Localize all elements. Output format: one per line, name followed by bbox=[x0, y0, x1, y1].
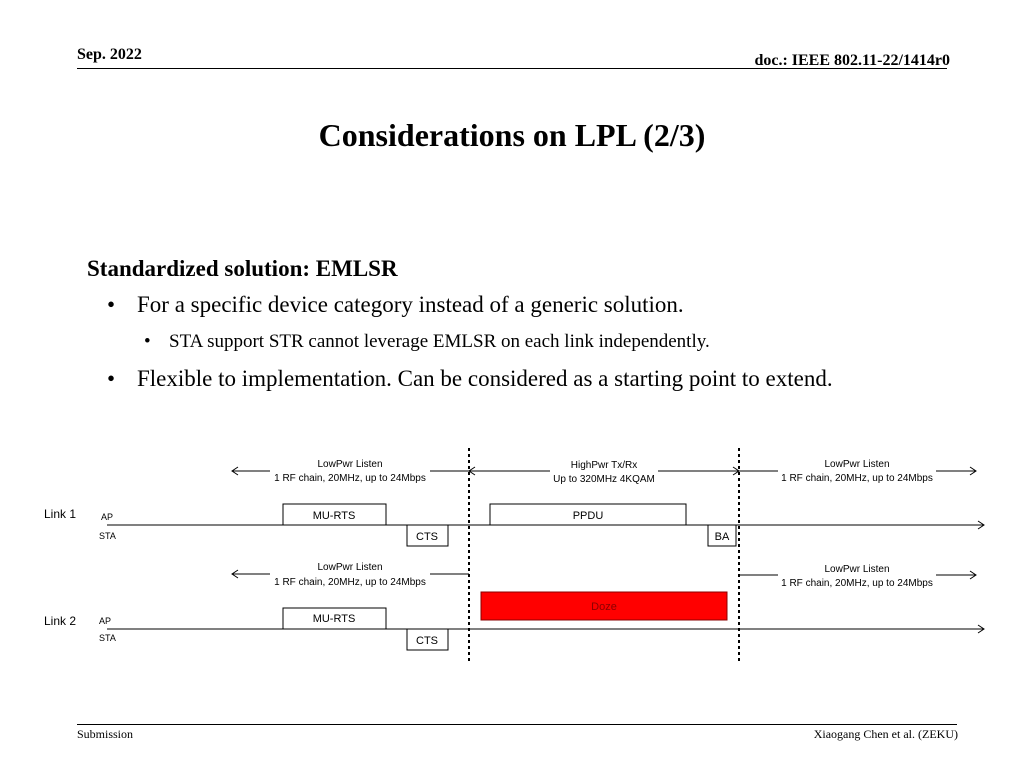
footer-submission: Submission bbox=[77, 727, 134, 741]
link1-cts-text: CTS bbox=[416, 531, 438, 543]
mid-right-label-1: LowPwr Listen bbox=[824, 564, 889, 575]
emlsr-timing-diagram: LowPwr Listen 1 RF chain, 20MHz, up to 2… bbox=[44, 448, 985, 662]
mid-left-label-2: 1 RF chain, 20MHz, up to 24Mbps bbox=[274, 577, 426, 588]
header-divider bbox=[77, 68, 947, 69]
bullet-2-text: Flexible to implementation. Can be consi… bbox=[137, 366, 833, 391]
link2-doze-text: Doze bbox=[591, 601, 617, 613]
link2-cts-text: CTS bbox=[416, 635, 438, 647]
slide-title: Considerations on LPL (2/3) bbox=[318, 117, 706, 153]
link1-murts-box bbox=[282, 503, 387, 526]
link1-ppdu-text: PPDU bbox=[573, 510, 604, 522]
sub-bullet-1: • STA support STR cannot leverage EMLSR o… bbox=[144, 331, 710, 353]
top-right-label-2: 1 RF chain, 20MHz, up to 24Mbps bbox=[781, 473, 933, 484]
footer-divider bbox=[77, 724, 957, 725]
link2-doze-box bbox=[480, 591, 728, 621]
bullet-dot: • bbox=[144, 331, 151, 352]
bullet-1: • For a specific device category instead … bbox=[107, 292, 684, 318]
header-doc-id: doc.: IEEE 802.11-22/1414r0 bbox=[754, 52, 950, 69]
link1-ba-box bbox=[707, 524, 737, 547]
header-date: Sep. 2022 bbox=[77, 46, 142, 63]
link1-ap-label: AP bbox=[101, 512, 113, 522]
link2-murts-box bbox=[282, 607, 387, 630]
footer-authors: Xiaogang Chen et al. (ZEKU) bbox=[813, 727, 958, 741]
body-heading: Standardized solution: EMLSR bbox=[87, 256, 398, 281]
link2-label: Link 2 bbox=[44, 614, 76, 628]
top-left-label-2: 1 RF chain, 20MHz, up to 24Mbps bbox=[274, 473, 426, 484]
link2-cts-box bbox=[406, 628, 449, 651]
top-mid-label-2: Up to 320MHz 4KQAM bbox=[553, 474, 655, 485]
link2-murts-text: MU-RTS bbox=[313, 613, 356, 625]
link1-sta-label: STA bbox=[99, 531, 116, 541]
link2-sta-label: STA bbox=[99, 633, 116, 643]
top-mid-label-1: HighPwr Tx/Rx bbox=[571, 460, 638, 471]
sub-bullet-1-text: STA support STR cannot leverage EMLSR on… bbox=[169, 331, 710, 352]
link2-timeline bbox=[107, 624, 985, 634]
top-left-label-1: LowPwr Listen bbox=[317, 459, 382, 470]
mid-left-label-1: LowPwr Listen bbox=[317, 562, 382, 573]
link1-murts-text: MU-RTS bbox=[313, 510, 356, 522]
mid-arrows bbox=[231, 569, 977, 580]
top-arrows bbox=[231, 466, 977, 476]
top-right-label-1: LowPwr Listen bbox=[824, 459, 889, 470]
bullet-1-text: For a specific device category instead o… bbox=[137, 292, 684, 317]
bullet-dot: • bbox=[107, 366, 116, 391]
bullet-dot: • bbox=[107, 292, 116, 317]
link2-ap-label: AP bbox=[99, 616, 111, 626]
link1-label: Link 1 bbox=[44, 507, 76, 521]
mid-right-label-2: 1 RF chain, 20MHz, up to 24Mbps bbox=[781, 578, 933, 589]
bullet-2: • Flexible to implementation. Can be cons… bbox=[107, 366, 833, 392]
link1-cts-box bbox=[406, 524, 449, 547]
link1-ppdu-box bbox=[489, 503, 687, 526]
link1-ba-text: BA bbox=[715, 531, 730, 543]
